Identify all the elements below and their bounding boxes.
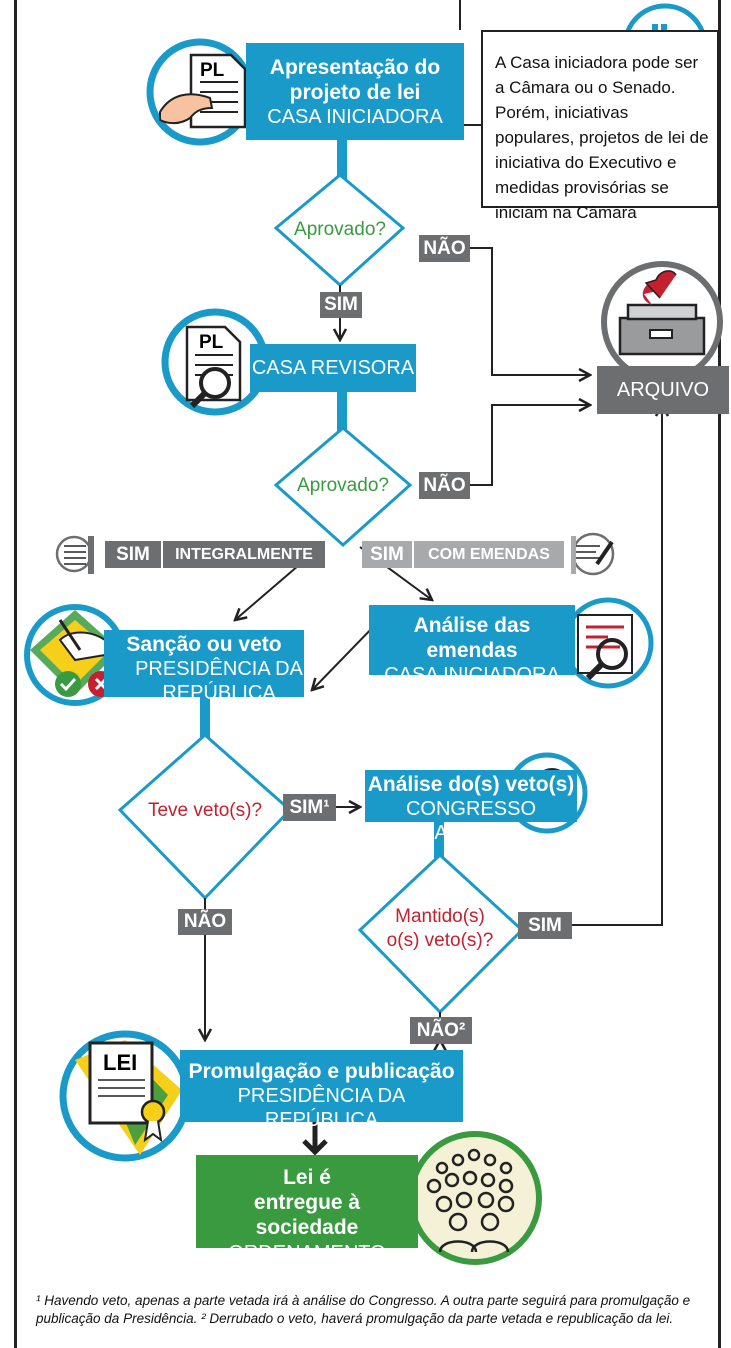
footnote-1: ¹ Havendo veto, apenas a parte vetada ir…: [36, 1293, 691, 1326]
node-sancao-title: Sanção ou veto: [126, 633, 282, 656]
footnotes: ¹ Havendo veto, apenas a parte vetada ir…: [36, 1292, 706, 1328]
decision-aprovado2-shape: [273, 426, 413, 548]
edge-sim-emendas: SIM: [362, 541, 412, 568]
arrow-promulgacao-to-lei: [302, 1121, 328, 1156]
edge-sim1: SIM¹: [283, 794, 336, 821]
node-lei-title: Lei é entregue à sociedade: [253, 1166, 361, 1240]
society-people-icon: [408, 1131, 542, 1265]
node-apresentacao-title: Apresentação do projeto de lei: [269, 56, 441, 105]
node-promulgacao: Promulgação e publicação PRESIDÊNCIA DA …: [180, 1050, 463, 1131]
arrow-nao-1: [470, 247, 590, 375]
lei-label: LEI: [103, 1050, 138, 1075]
node-analise-emendas: Análise das emendas CASA INICIADORA: [369, 605, 575, 686]
archive-box-icon: [601, 261, 723, 383]
decision-aprovado1: Aprovado?: [294, 219, 386, 240]
node-revisora-subtitle: CASA REVISORA: [251, 357, 415, 379]
node-analise-vetos-title: Análise do(s) veto(s): [367, 773, 575, 796]
casa-iniciadora-note: A Casa iniciadora pode ser a Câmara ou o…: [481, 30, 719, 222]
node-apresentacao: Apresentação do projeto de lei CASA INIC…: [246, 43, 464, 140]
node-arquivo: ARQUIVO: [597, 366, 729, 414]
document-hand-icon: [146, 38, 254, 146]
lei-certificate-icon: [59, 1030, 191, 1162]
node-analise-emendas-subtitle: CASA INICIADORA: [384, 664, 560, 687]
node-apresentacao-subtitle: CASA INICIADORA: [267, 106, 443, 129]
edge-nao-1: NÃO: [419, 235, 470, 262]
node-analise-vetos: Análise do(s) veto(s) CONGRESSO NACIONAL: [365, 770, 577, 844]
node-sancao-subtitle: PRESIDÊNCIA DA REPÚBLICA: [135, 658, 303, 705]
note-text: A Casa iniciadora pode ser a Câmara ou o…: [495, 53, 709, 222]
edge-sim-1: SIM: [320, 292, 362, 318]
edge-sim-mantido: SIM: [518, 912, 572, 939]
node-lei: Lei é entregue à sociedade ORDENAMENTO J…: [196, 1155, 418, 1288]
integralmente-doc-icon: [55, 535, 94, 574]
decision-aprovado2: Aprovado?: [297, 475, 389, 496]
node-lei-subtitle: ORDENAMENTO JURÍDICO: [228, 1241, 386, 1288]
stub-2: [337, 392, 347, 432]
node-revisora: CASA REVISORA: [250, 344, 416, 392]
stub-3: [200, 697, 210, 742]
decision-teve-veto: Teve veto(s)?: [147, 800, 263, 821]
edge-integralmente: INTEGRALMENTE: [163, 541, 325, 568]
node-analise-emendas-title: Análise das emendas: [413, 614, 531, 663]
arrow-sim-mantido: [572, 405, 662, 926]
pl-label-1: PL: [200, 60, 225, 81]
edge-com-emendas: COM EMENDAS: [414, 541, 564, 568]
emendas-magnifier-icon: [562, 597, 654, 689]
edge-nao2: NÃO²: [410, 1017, 472, 1044]
sancao-signing-icon: [24, 604, 126, 706]
document-magnifier-icon: [161, 308, 269, 416]
decision-mantido: Mantido(s) o(s) veto(s)?: [386, 906, 494, 951]
frame-left-border: [14, 0, 17, 1348]
pl-label-2: PL: [199, 332, 224, 353]
footnote-2: ² Derrubado o veto, haverá promulgação d…: [201, 1311, 674, 1326]
edge-nao-veto: NÃO: [178, 909, 232, 935]
emendas-doc-icon: [571, 532, 615, 576]
node-promulgacao-title: Promulgação e publicação: [188, 1060, 455, 1083]
frame-right-border: [718, 0, 721, 1348]
stub-4: [434, 822, 444, 862]
arrow-emendas-to-sancao: [312, 621, 379, 690]
arrow-nao-2: [470, 405, 590, 486]
node-analise-vetos-subtitle: CONGRESSO NACIONAL: [405, 798, 537, 845]
node-promulgacao-subtitle: PRESIDÊNCIA DA REPÚBLICA: [237, 1085, 406, 1132]
edge-sim-integral: SIM: [105, 541, 161, 568]
edge-nao-2: NÃO: [419, 472, 470, 499]
node-arquivo-label: ARQUIVO: [616, 379, 710, 401]
stub-1: [337, 140, 347, 180]
node-sancao: Sanção ou veto PRESIDÊNCIA DA REPÚBLICA: [104, 630, 304, 704]
